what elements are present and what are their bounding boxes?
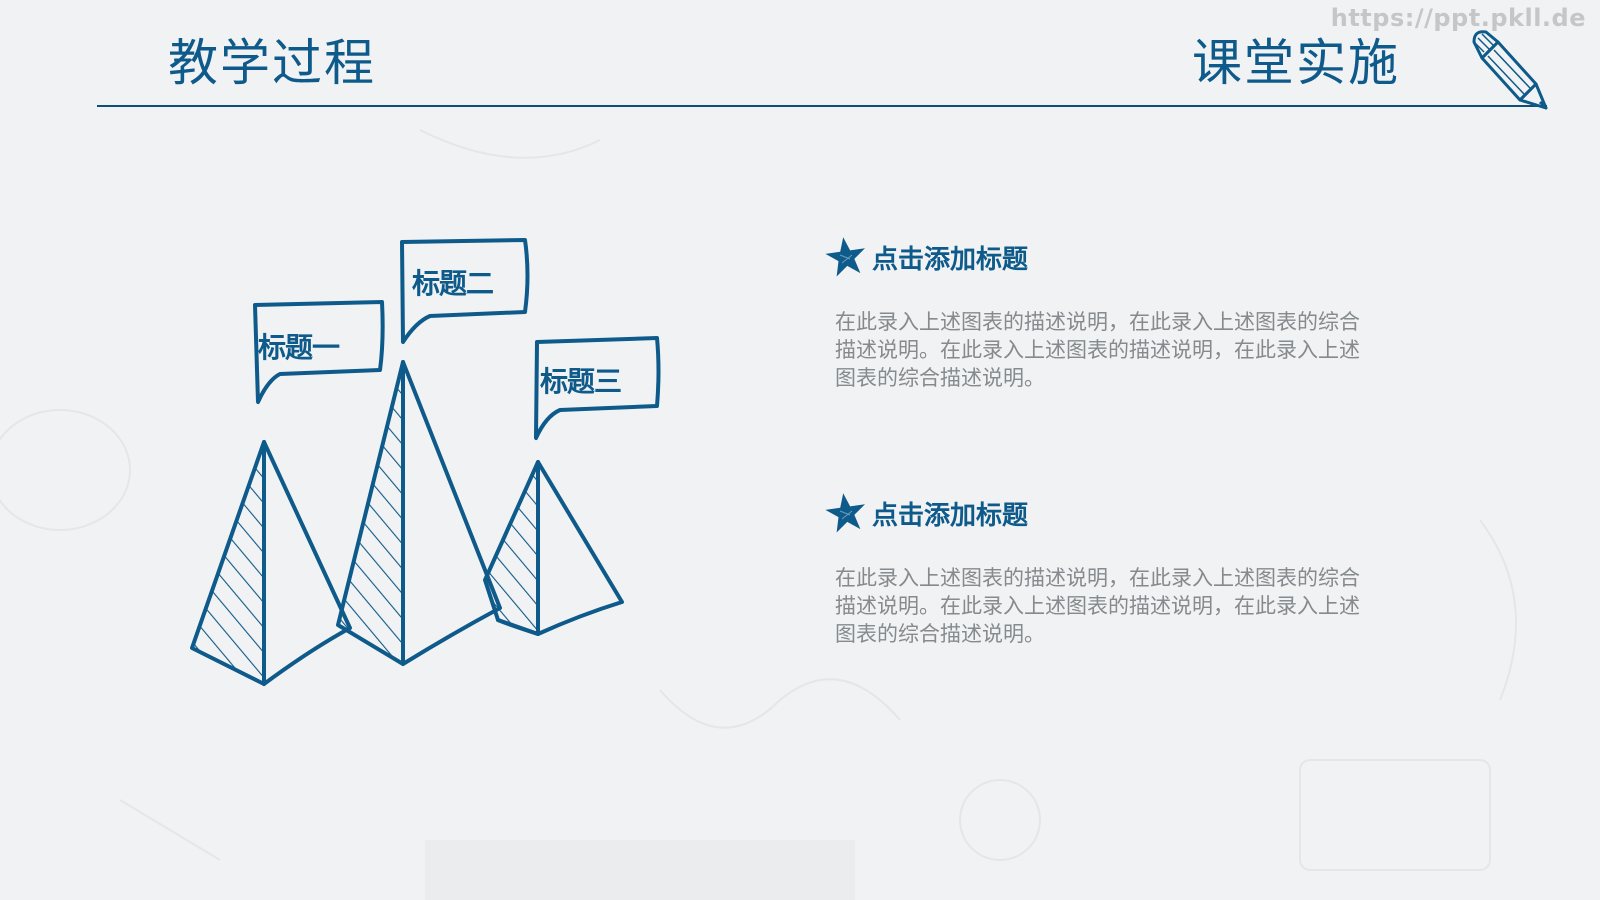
watermark-url: https://ppt.pkll.de: [1330, 4, 1586, 32]
item-description[interactable]: 在此录入上述图表的描述说明，在此录入上述图表的综合描述说明。在此录入上述图表的描…: [835, 310, 1360, 390]
item-title[interactable]: 点击添加标题: [872, 500, 1029, 531]
bubble-label-3: 标题三: [540, 365, 622, 398]
item-title[interactable]: 点击添加标题: [872, 244, 1029, 275]
info-block-2: 点击添加标题 在此录入上述图表的描述说明，在此录入上述图表的综合描述说明。在此录…: [822, 488, 1382, 648]
item-description[interactable]: 在此录入上述图表的描述说明，在此录入上述图表的综合描述说明。在此录入上述图表的描…: [835, 566, 1360, 646]
section-title: 教学过程: [168, 34, 376, 92]
bubble-label-1: 标题一: [258, 331, 340, 364]
star-icon: [825, 237, 865, 277]
bubble-label-2: 标题二: [412, 267, 494, 300]
pencil-icon: [1472, 30, 1548, 110]
info-block-1: 点击添加标题 在此录入上述图表的描述说明，在此录入上述图表的综合描述说明。在此录…: [822, 232, 1382, 392]
pyramids-drawing: [190, 238, 661, 686]
header-divider: [97, 105, 1547, 107]
subsection-title: 课堂实施: [1192, 34, 1400, 92]
star-icon: [825, 493, 865, 533]
pyramid-diagram: 标题一 标题二 标题三: [180, 230, 680, 710]
